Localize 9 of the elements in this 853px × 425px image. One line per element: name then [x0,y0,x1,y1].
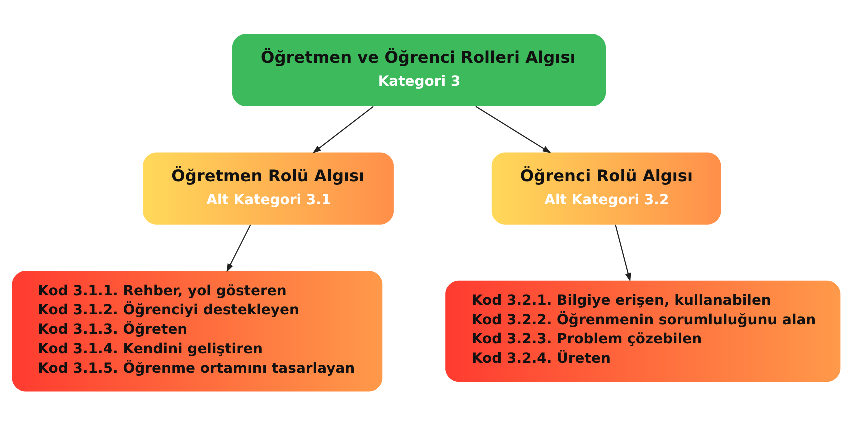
node-box: Kod 3.2.1. Bilgiye erişen, kullanabilen Kod 3.2.2. Öğrenmenin sorumluluğunu alan Kod 3.2.3. Problem çözebilen Kod 3.2.4. Üreten [446,280,841,382]
arrow [615,224,632,282]
arrow [476,106,552,153]
arrow [312,106,374,154]
node-box: Kod 3.1.1. Rehber, yol gösteren Kod 3.1.2. Öğrenciyi destekleyen Kod 3.1.3. Öğreten Kod 3.1.4. Kendini geliştiren Kod 3.1.5. Öğrenme ortamını tasarlayan [12,270,383,392]
node-box: Öğretmen Rolü Algısı Alt Kategori 3.1 [143,152,394,224]
arrow [226,224,252,272]
node-box: Öğretmen ve Öğrenci Rolleri Algısı Kategori 3 [232,34,606,106]
node-box: Öğrenci Rolü Algısı Alt Kategori 3.2 [492,152,722,224]
